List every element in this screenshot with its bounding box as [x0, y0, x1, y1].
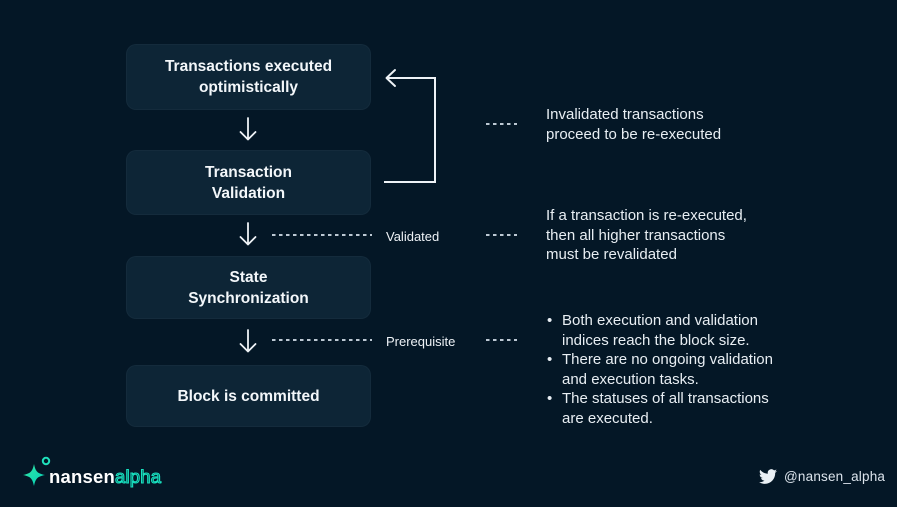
flow-box-transaction-validation: Transaction Validation — [126, 150, 371, 215]
annotation-revalidated: If a transaction is re-executed, then al… — [546, 207, 747, 263]
flow-box-transactions-executed: Transactions executed optimistically — [126, 44, 371, 110]
commit-condition-item: There are no ongoing validation and exec… — [546, 350, 886, 389]
prerequisite-dash-connector — [486, 339, 517, 341]
down-arrow-icon — [239, 117, 257, 141]
twitter-bird-icon — [759, 469, 777, 484]
commit-condition-item: The statuses of all transactions are exe… — [546, 389, 886, 428]
reexecute-dash-connector — [486, 123, 517, 125]
flow-box-label: Block is committed — [177, 387, 320, 405]
flow-box-block-committed: Block is committed — [126, 365, 371, 427]
brand-suffix-text: alpha — [114, 465, 162, 487]
annotation-reexecuted: Invalidated transactions proceed to be r… — [546, 106, 722, 143]
nansen-alpha-logo: nansen alpha — [21, 453, 162, 489]
twitter-handle-text: @nansen_alpha — [784, 469, 886, 484]
flow-box-label: Transactions executed optimistically — [164, 58, 333, 96]
twitter-attribution[interactable]: @nansen_alpha — [759, 469, 885, 484]
nansen-star-icon — [23, 456, 51, 486]
annotation-commit-conditions: Both execution and validation indices re… — [546, 311, 886, 428]
flow-box-label: State Synchronization — [188, 268, 309, 307]
prerequisite-dash-line — [272, 339, 372, 341]
loop-back-arrow-icon — [384, 69, 436, 183]
brand-name-text: nansen — [49, 465, 115, 487]
validated-dash-connector — [486, 234, 517, 236]
edge-label-validated: Validated — [386, 229, 440, 244]
edge-label-prerequisite: Prerequisite — [386, 334, 456, 349]
down-arrow-icon — [239, 222, 257, 246]
validated-dash-line — [272, 234, 372, 236]
commit-condition-item: Both execution and validation indices re… — [546, 311, 886, 350]
flow-box-state-synchronization: State Synchronization — [126, 256, 371, 319]
flow-box-label: Transaction Validation — [205, 163, 292, 202]
down-arrow-icon — [239, 329, 257, 353]
